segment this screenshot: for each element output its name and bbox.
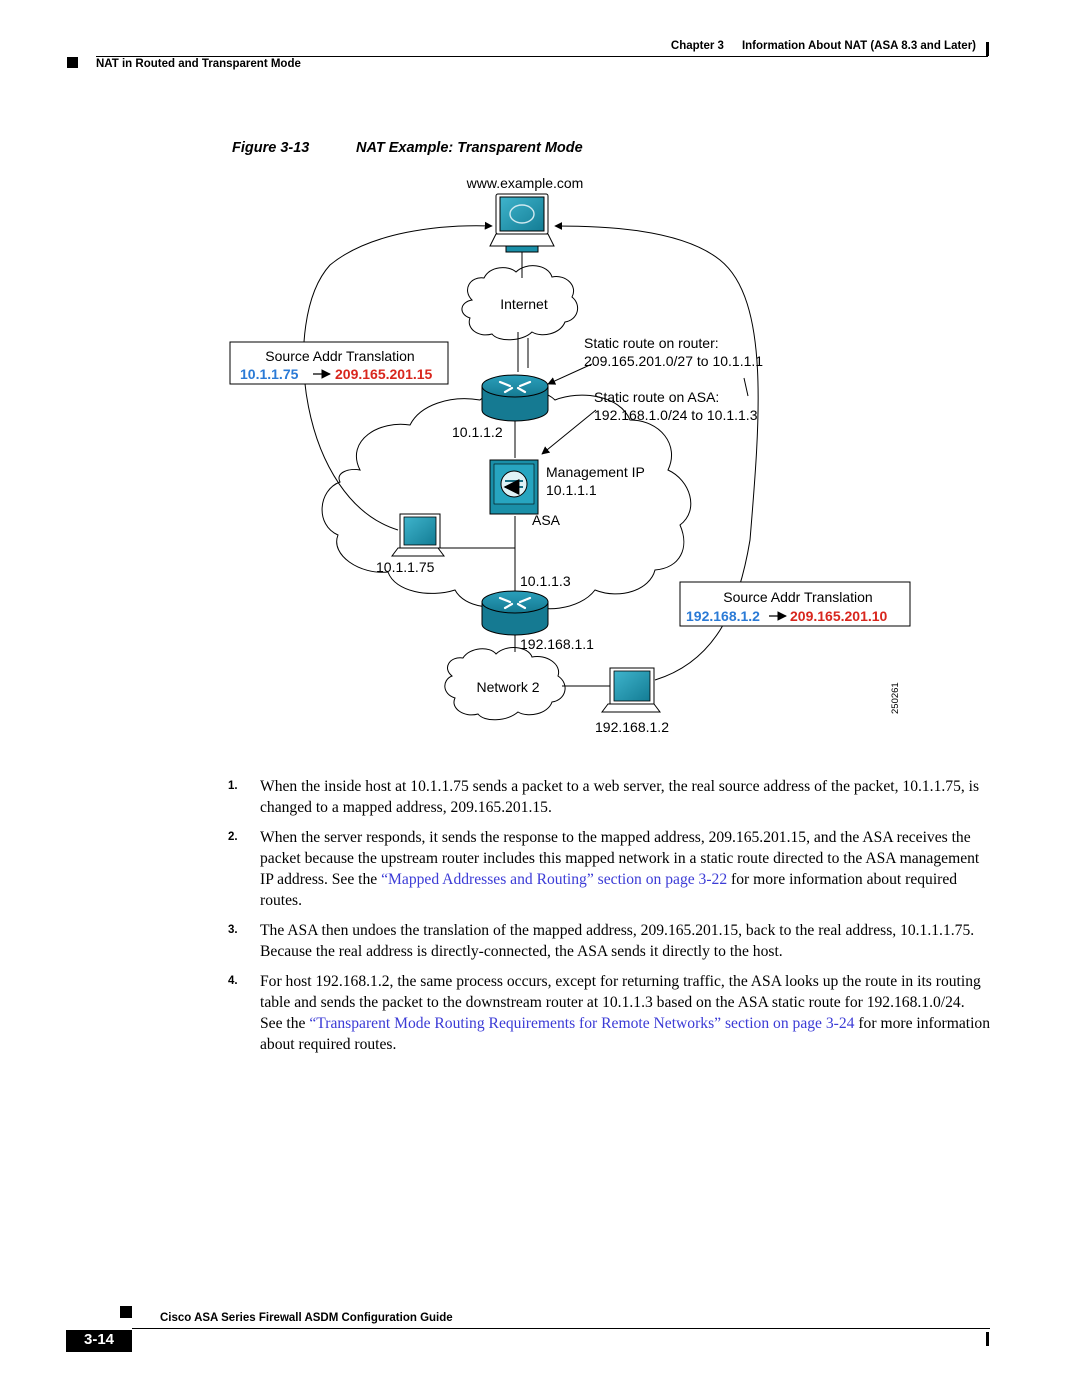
header-rule: [96, 56, 988, 57]
translation-path-left: [303, 221, 493, 531]
src-translation-1-title: Source Addr Translation: [265, 348, 414, 364]
footer-square-mark: [120, 1306, 132, 1318]
running-header-chapter: Chapter 3 Information About NAT (ASA 8.3 …: [653, 40, 976, 52]
inside-host-pc-icon: [391, 513, 445, 557]
router2-lower-ip-label: 192.168.1.1: [520, 636, 594, 652]
step-1-number: 1.: [228, 780, 238, 792]
chapter-label: Chapter 3: [670, 40, 724, 52]
header-square-mark: [67, 57, 78, 68]
footer-rule: [132, 1328, 990, 1329]
step-4-text-after: for more information about required rout…: [260, 1015, 991, 1053]
step-1: 1. When the inside host at 10.1.1.75 sen…: [228, 776, 990, 818]
source-translation-box-1: [229, 341, 449, 385]
src-translation-2-real: 192.168.1.2: [686, 608, 760, 624]
network2-host-pc-icon: [601, 667, 661, 713]
page-number-tab: [66, 1330, 132, 1352]
footer-guide-title: Cisco ASA Series Firewall ASDM Configura…: [160, 1312, 453, 1324]
step-2: 2. When the server responds, it sends th…: [228, 827, 990, 911]
source-translation-box-2: [679, 581, 911, 627]
static-route-router-title: Static route on router:: [584, 335, 719, 351]
figure-caption: Figure 3-13 NAT Example: Transparent Mod…: [232, 140, 583, 156]
section-title: NAT in Routed and Transparent Mode: [96, 58, 301, 70]
internet-label: Internet: [500, 296, 548, 312]
upstream-router-icon: [481, 374, 549, 422]
network2-cloud: [444, 647, 566, 721]
web-host-label: www.example.com: [466, 175, 584, 191]
mapped-addresses-routing-link[interactable]: “Mapped Addresses and Routing” section o…: [381, 871, 728, 888]
step-3-number: 3.: [228, 924, 238, 936]
src-translation-1-mapped: 209.165.201.15: [335, 366, 433, 382]
src-translation-1-real: 10.1.1.75: [240, 366, 299, 382]
figure-title: NAT Example: Transparent Mode: [356, 140, 583, 156]
management-ip-value: 10.1.1.1: [546, 482, 597, 498]
step-3: 3. The ASA then undoes the translation o…: [228, 920, 990, 962]
figure-number: Figure 3-13: [232, 140, 310, 156]
step-2-text-after: for more information about required rout…: [260, 871, 958, 909]
downstream-router-icon: [481, 590, 549, 636]
src-translation-2-mapped: 209.165.201.10: [790, 608, 888, 624]
nat-transparent-diagram: Source Addr Translation 10.1.1.75 209.16…: [229, 175, 911, 735]
step-4-text: For host 192.168.1.2, the same process o…: [260, 973, 981, 1032]
transparent-mode-routing-link[interactable]: “Transparent Mode Routing Requirements f…: [309, 1015, 855, 1032]
page-number: 3-14: [83, 1331, 115, 1348]
asa-label: ASA: [532, 512, 561, 528]
inside-host-ip-label: 10.1.1.75: [376, 559, 435, 575]
src-translation-2-title: Source Addr Translation: [723, 589, 872, 605]
static-route-router-value: 209.165.201.0/27 to 10.1.1.1: [584, 353, 763, 369]
header-bar-mark: [986, 42, 989, 56]
chapter-title: Information About NAT (ASA 8.3 and Later…: [741, 40, 976, 52]
step-4-number: 4.: [228, 975, 238, 987]
step-3-text: The ASA then undoes the translation of t…: [260, 922, 975, 960]
web-server-icon: [489, 193, 555, 253]
figure-id: 250261: [890, 682, 901, 714]
step-1-text: When the inside host at 10.1.1.75 sends …: [260, 778, 980, 816]
footer-bar-mark: [986, 1332, 989, 1346]
network2-label: Network 2: [476, 679, 539, 695]
procedure-steps: 1. When the inside host at 10.1.1.75 sen…: [228, 776, 990, 1064]
management-ip-title: Management IP: [546, 464, 645, 480]
static-route-asa-title: Static route on ASA:: [594, 389, 719, 405]
static-route-asa-value: 192.168.1.0/24 to 10.1.1.3: [594, 407, 758, 423]
network2-host-ip-label: 192.168.1.2: [595, 719, 669, 735]
asa-firewall-icon: [490, 459, 539, 515]
router2-upper-ip-label: 10.1.1.3: [520, 573, 571, 589]
internet-cloud: [461, 265, 579, 341]
step-2-text: When the server responds, it sends the r…: [260, 829, 980, 888]
step-2-number: 2.: [228, 831, 238, 843]
router1-ip-label: 10.1.1.2: [452, 424, 503, 440]
step-4: 4. For host 192.168.1.2, the same proces…: [228, 971, 990, 1055]
